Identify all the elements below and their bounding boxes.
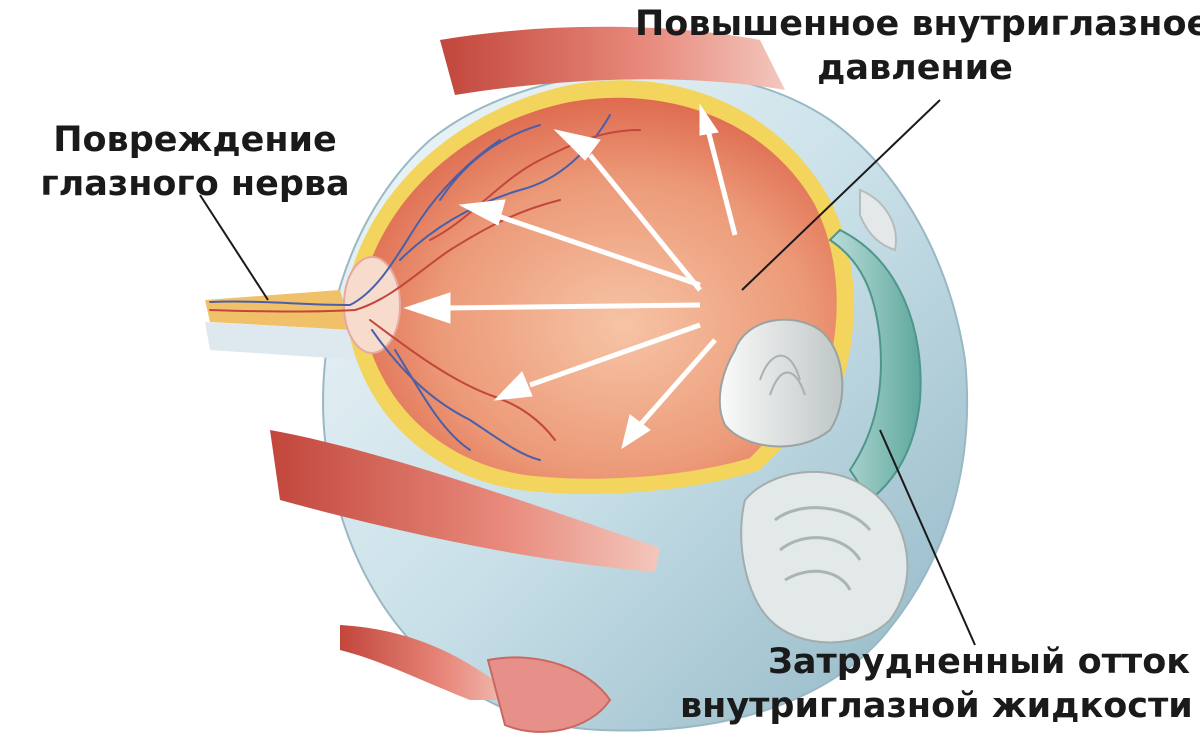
optic-disc: [343, 256, 401, 354]
nerve-leader: [199, 194, 269, 301]
muscle-top: [440, 26, 785, 96]
label-impaired-outflow-line2: внутриглазной жидкости: [680, 686, 1193, 726]
pressure-arrows: [403, 103, 738, 450]
muscle-lower: [270, 430, 660, 572]
lens: [718, 318, 844, 448]
leader-lines: [199, 99, 976, 646]
pressure-leader: [741, 99, 941, 291]
outflow-leader: [879, 429, 976, 646]
label-impaired-outflow-line1: Затрудненный отток: [768, 642, 1190, 682]
vitreous-chamber: [360, 97, 837, 479]
optic-nerve-sheath: [205, 322, 360, 360]
optic-nerve: [205, 290, 352, 330]
drainage-rings: [774, 506, 872, 591]
label-impaired-outflow: Затрудненный отток внутриглазной жидкост…: [680, 640, 1193, 728]
muscle-bottom-tendon: [486, 656, 612, 733]
lens-fibers: [759, 354, 806, 396]
muscle-bottom: [340, 625, 520, 700]
label-optic-nerve-damage-line1: Повреждение: [53, 120, 337, 160]
label-increased-pressure: Повышенное внутриглазное давление: [635, 2, 1200, 90]
iris-top: [859, 188, 897, 252]
label-optic-nerve-damage-line2: глазного нерва: [40, 164, 350, 204]
label-increased-pressure-line2: давление: [817, 48, 1013, 88]
label-increased-pressure-line1: Повышенное внутриглазное: [635, 4, 1200, 44]
label-optic-nerve-damage: Повреждение глазного нерва: [30, 118, 360, 206]
